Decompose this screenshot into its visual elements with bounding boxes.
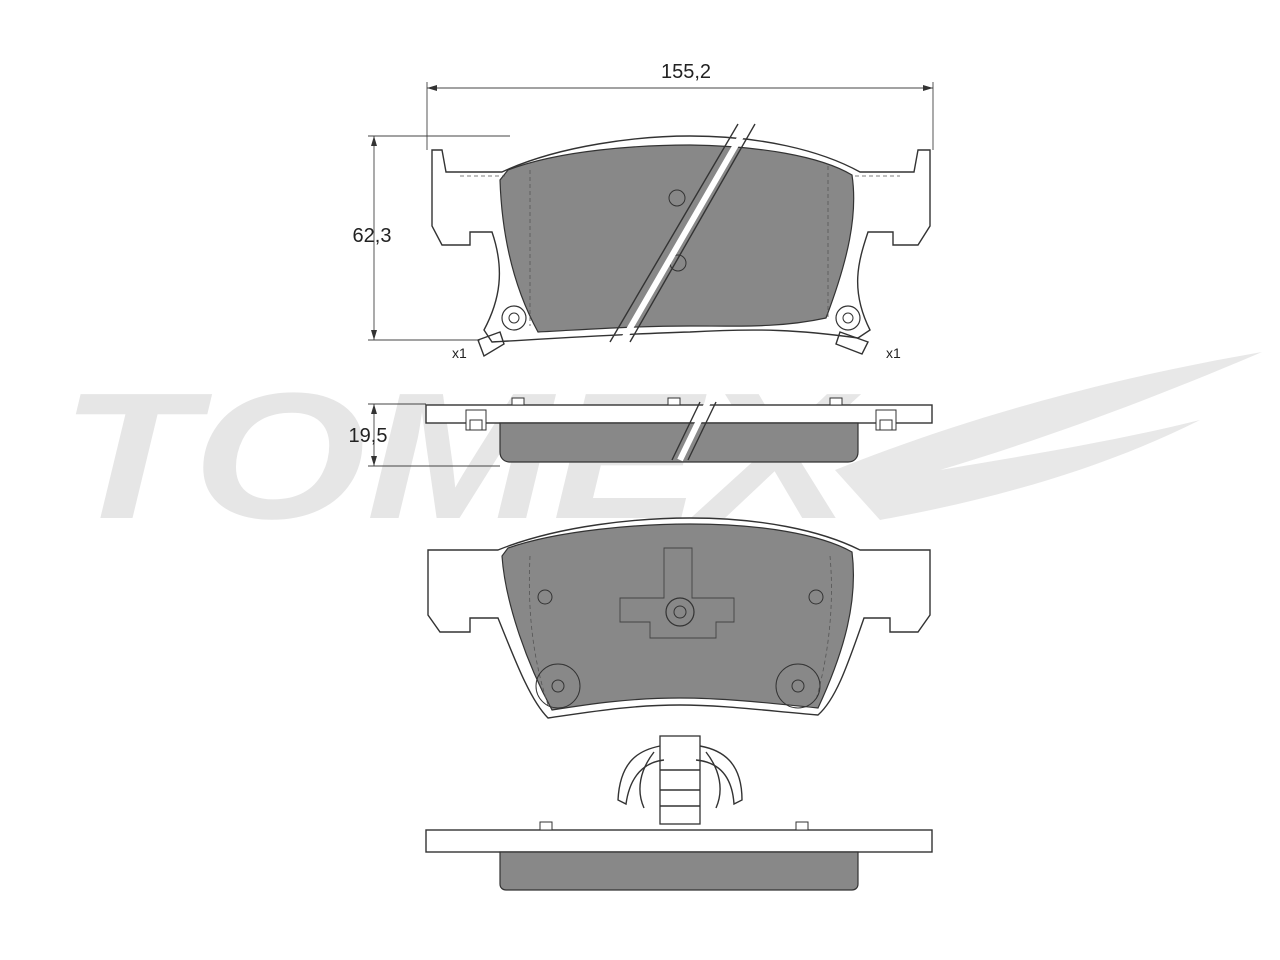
side-backing-plate-2: [425, 829, 933, 853]
wear-indicator-right: [835, 331, 869, 355]
side-friction-pad-2: [499, 851, 859, 891]
thickness-dimension: 19,5: [349, 403, 500, 467]
pad-front-view-bottom: [427, 517, 931, 719]
width-dimension: 155,2: [426, 61, 934, 150]
height-dimension: 62,3: [353, 135, 510, 341]
sensor-eye-right: [835, 305, 861, 331]
backing-plate-2: [427, 517, 931, 719]
wear-indicator-left: [477, 331, 505, 358]
qty-left: x1: [452, 345, 467, 361]
side-backing-plate: [425, 404, 933, 424]
pad-side-view-bottom: [425, 821, 933, 891]
width-label: 155,2: [661, 61, 711, 83]
spring-clip: [617, 735, 743, 825]
center-clip-outline: [619, 547, 735, 639]
rivet-right: [775, 663, 821, 709]
side-friction-pad: [499, 422, 859, 463]
backing-plate: [431, 135, 931, 343]
sensor-eye-left: [501, 305, 527, 331]
mount-hole-top: [668, 189, 686, 207]
pad-front-view-top: [431, 122, 931, 358]
qty-right: x1: [886, 345, 901, 361]
pad-side-view-top: [425, 397, 933, 463]
thickness-label: 19,5: [349, 425, 388, 447]
height-label: 62,3: [353, 225, 392, 247]
friction-pad: [499, 144, 855, 333]
watermark-swoosh: [835, 352, 1262, 520]
friction-pad-2: [501, 523, 855, 711]
rivet-left: [535, 663, 581, 709]
